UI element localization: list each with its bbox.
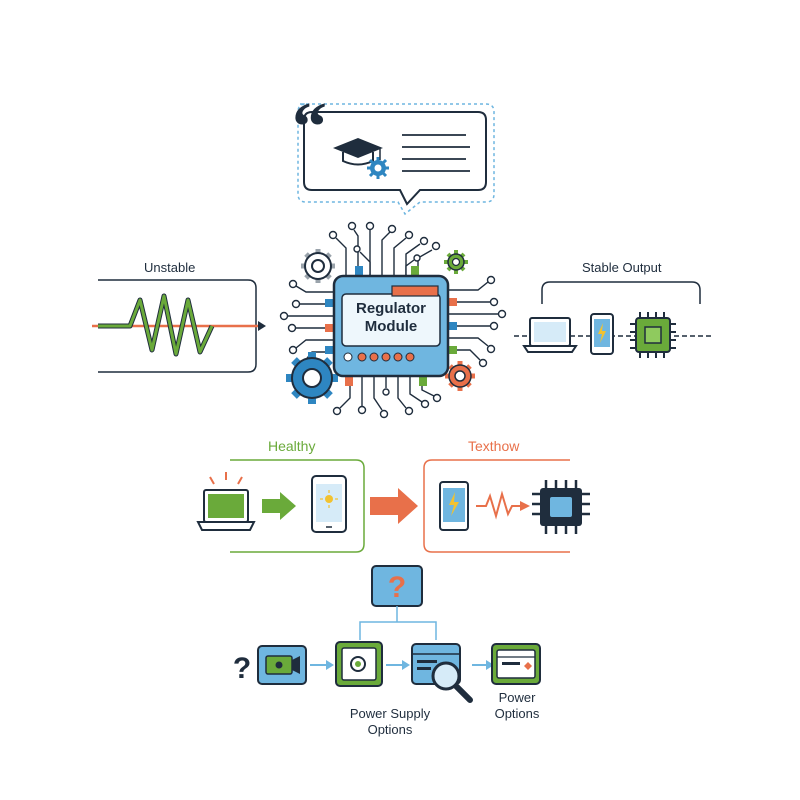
gear-icon-bottom-right (445, 361, 475, 391)
power-options-label-line2: Options (494, 706, 540, 721)
laptop-icon (522, 317, 578, 353)
orange-arrow (370, 488, 418, 524)
magnifier-icon (431, 661, 473, 703)
healthy-panel (196, 459, 365, 553)
regulator-module-title: Regulator Module (340, 300, 442, 336)
text-lines (402, 134, 470, 172)
green-arrow (262, 492, 296, 520)
power-options-label: Power Options (478, 690, 556, 722)
power-supply-options-label: Power Supply Options (340, 706, 440, 738)
question-mark-top: ? (388, 571, 406, 604)
quote-mark: “ (292, 89, 327, 166)
unstable-label: Unstable (144, 260, 196, 275)
phone-icon-faulty (439, 481, 469, 531)
power-supply-label-line1: Power Supply (349, 706, 431, 721)
faulty-label: Texthow (468, 438, 520, 454)
gear-icon-top-left (301, 249, 335, 283)
input-panel (92, 279, 266, 373)
power-supply-box (335, 641, 383, 687)
radiating-lines (209, 472, 243, 485)
phone-icon-healthy (311, 475, 347, 533)
stable-output-label: Stable Output (582, 260, 662, 275)
fault-waveform (476, 490, 520, 520)
troubleshoot-flow: ? ? (233, 565, 541, 703)
phone-icon (590, 313, 614, 355)
healthy-label: Healthy (268, 438, 316, 454)
module-title-line2: Module (364, 318, 418, 335)
chip-icon (630, 312, 676, 358)
indicator-dots (357, 352, 415, 362)
regulator-module (332, 274, 450, 378)
power-options-box (491, 643, 541, 685)
connector-pads (325, 266, 457, 386)
status-led (343, 352, 353, 362)
camera-box (257, 645, 307, 685)
quote-bubble: “ (292, 89, 495, 216)
faulty-panel (423, 459, 590, 553)
gear-icon-top-right (444, 250, 468, 274)
gear-icon-bottom-left (286, 352, 338, 404)
power-supply-label-line2: Options (367, 722, 413, 737)
output-panel (514, 281, 714, 358)
browser-search-box (411, 643, 473, 703)
chip-icon-faulty (532, 480, 590, 534)
module-title-line1: Regulator (355, 300, 426, 317)
question-mark-left: ? (233, 652, 251, 685)
laptop-icon-healthy (196, 489, 256, 531)
small-gear-icon (367, 157, 389, 179)
power-options-label-line1: Power (498, 690, 536, 705)
